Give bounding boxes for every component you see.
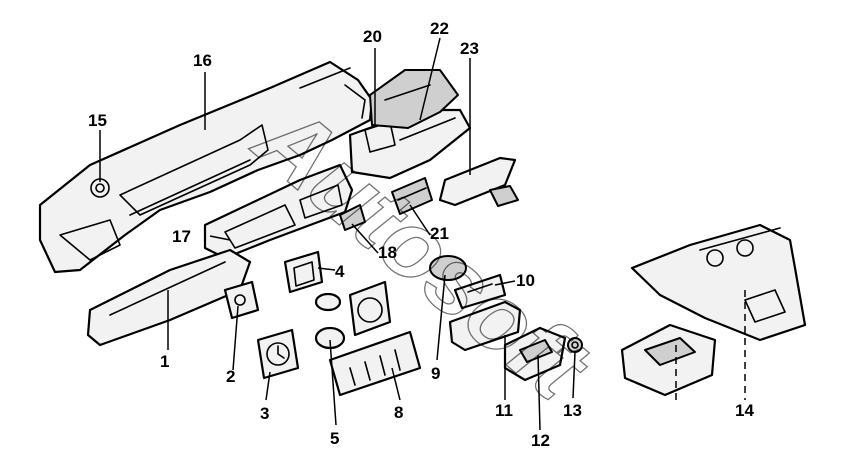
part-13-clip — [567, 337, 583, 353]
callout-14: 14 — [735, 401, 754, 420]
callout-12: 12 — [531, 431, 550, 450]
callout-4: 4 — [335, 262, 345, 281]
part-gauge — [348, 280, 392, 337]
part-23-right-trim-panel — [438, 156, 519, 207]
callout-20: 20 — [363, 27, 382, 46]
part-22-glovebox-lid — [369, 69, 459, 129]
part-16-dashboard-panel — [38, 60, 374, 274]
leader-lines — [99, 37, 746, 431]
callout-8: 8 — [394, 403, 404, 422]
callout-15: 15 — [88, 111, 107, 130]
part-9-control-unit — [429, 255, 467, 281]
callout-1: 1 — [160, 352, 170, 371]
part-21-side-vent — [391, 177, 433, 215]
part-3-clock — [256, 328, 300, 380]
callout-10: 10 — [516, 271, 535, 290]
callout-21: 21 — [430, 224, 449, 243]
callout-2: 2 — [226, 367, 236, 386]
part-14-center-console — [630, 223, 807, 342]
part-console-insert — [620, 323, 717, 397]
part-2-switch — [223, 280, 260, 320]
callout-23: 23 — [460, 39, 479, 58]
callout-3: 3 — [260, 404, 270, 423]
callout-17: 17 — [172, 227, 191, 246]
part-18-center-vent — [339, 204, 366, 231]
callout-5: 5 — [330, 429, 340, 448]
part-10-bracket — [453, 273, 507, 310]
part-1-lower-trim-panel — [86, 248, 252, 347]
part-8-switch-panel — [328, 330, 422, 397]
callout-9: 9 — [431, 364, 441, 383]
part-5-knob — [314, 292, 346, 350]
callout-22: 22 — [430, 19, 449, 38]
callout-18: 18 — [378, 243, 397, 262]
part-17-instrument-bezel — [203, 163, 354, 260]
callout-13: 13 — [563, 401, 582, 420]
part-11-storage-tray — [448, 300, 522, 352]
part-4-ashtray — [283, 250, 324, 294]
callout-11: 11 — [495, 401, 513, 420]
callout-16: 16 — [193, 51, 212, 70]
